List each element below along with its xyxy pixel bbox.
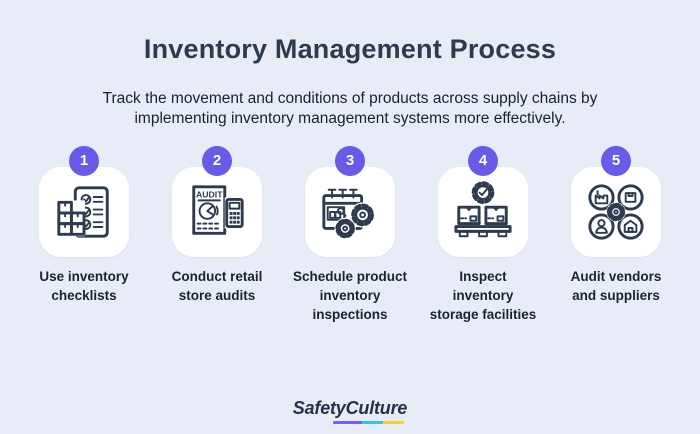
step-3-label: Schedule product inventory inspections xyxy=(292,268,407,322)
step-2-label: Conduct retail store audits xyxy=(171,268,263,303)
calendar-gears-icon xyxy=(322,188,376,240)
step-5-number-badge: 5 xyxy=(601,145,631,176)
step-2-number-badge: 2 xyxy=(202,145,232,176)
step-4-number-badge: 4 xyxy=(468,145,498,176)
infographic: Inventory Management Process Track the m… xyxy=(0,34,700,434)
step-5-card xyxy=(571,166,661,257)
step-1-label: Use inventory checklists xyxy=(39,268,129,303)
logo-underline-accent xyxy=(333,421,405,424)
safetyculture-logo-text: SafetyCulture xyxy=(292,398,408,418)
step-5: 5 Audit vendors and suppliers xyxy=(550,145,683,325)
step-3-number-badge: 3 xyxy=(335,145,365,176)
pallet-boxes-gear-check-icon xyxy=(454,181,512,238)
step-1-number-badge: 1 xyxy=(69,145,99,176)
svg-text:AUDIT: AUDIT xyxy=(196,189,223,199)
inventory-checklist-icon xyxy=(56,186,109,238)
step-1: 1 Use inventory che xyxy=(18,145,151,325)
subtitle: Track the movement and conditions of pro… xyxy=(102,90,598,128)
step-2: 2 AUDIT C xyxy=(151,145,284,325)
step-3-card xyxy=(305,166,395,257)
step-3: 3 Schedu xyxy=(284,145,417,325)
step-4-card xyxy=(438,166,528,257)
step-4: 4 xyxy=(417,145,550,325)
safetyculture-logo: SafetyCulture xyxy=(293,398,407,424)
page-title: Inventory Management Process xyxy=(143,34,557,64)
footer: SafetyCulture xyxy=(0,398,700,424)
step-4-label: Inspect inventory storage facilities xyxy=(429,268,537,322)
vendors-suppliers-network-icon xyxy=(588,184,644,240)
steps-row: 1 Use inventory che xyxy=(0,145,700,325)
step-2-card: AUDIT xyxy=(172,166,262,257)
step-5-label: Audit vendors and suppliers xyxy=(570,268,662,303)
audit-document-calculator-icon: AUDIT xyxy=(192,185,245,235)
step-1-card xyxy=(39,166,129,257)
